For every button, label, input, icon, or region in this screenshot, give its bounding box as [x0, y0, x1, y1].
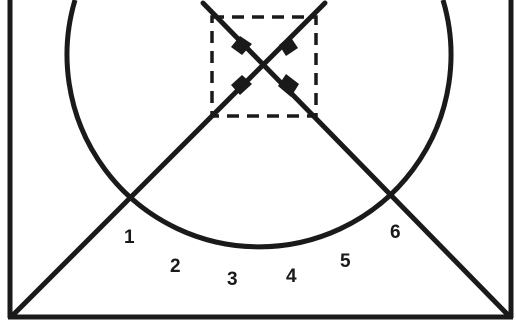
position-label-1: 1 [124, 227, 135, 248]
diagonal-left-to-top [9, 0, 328, 319]
center-circle [64, 0, 454, 250]
marker-upper-left [231, 36, 252, 55]
diagonal-right-to-top [200, 0, 512, 319]
position-label-5: 5 [340, 251, 351, 272]
position-label-3: 3 [227, 269, 238, 290]
boundary-lines [7, 0, 514, 320]
crossing-markers [231, 36, 299, 97]
marker-lower-left [231, 75, 252, 95]
position-labels: 1 2 3 4 5 6 [124, 222, 401, 290]
position-label-4: 4 [286, 266, 297, 287]
position-label-2: 2 [170, 256, 181, 277]
position-label-6: 6 [390, 222, 401, 243]
marker-upper-right [279, 36, 298, 56]
dashed-focus-box [210, 15, 318, 118]
marker-lower-right [278, 74, 299, 97]
diagonal-lines [9, 0, 512, 319]
